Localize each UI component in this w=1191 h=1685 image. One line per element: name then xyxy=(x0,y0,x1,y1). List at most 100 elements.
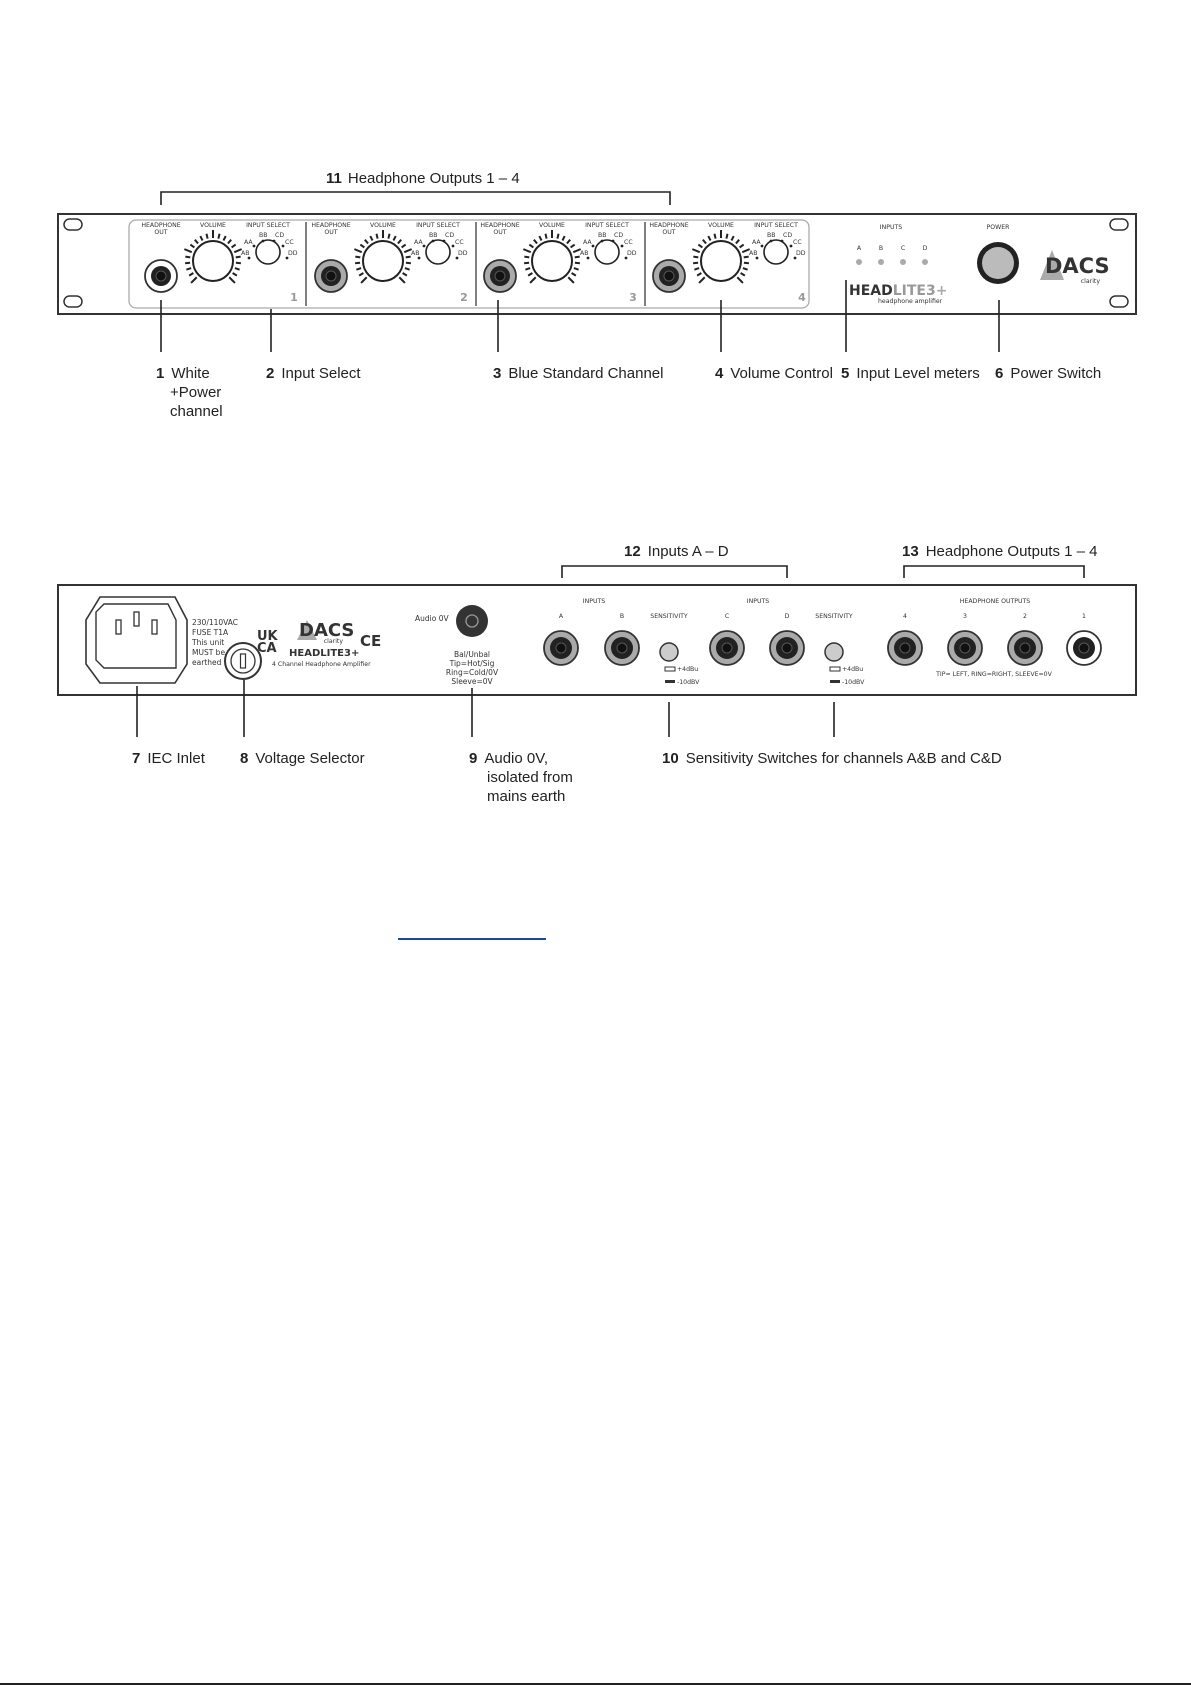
hp-output-jack-3-label: 3 xyxy=(963,613,967,620)
callout-9-line3: mains earth xyxy=(487,788,565,805)
hp-output-jack-4[interactable]: 4 xyxy=(887,613,923,666)
headphone-out-label-2: OUT xyxy=(324,229,337,236)
svg-text:+4dBu: +4dBu xyxy=(842,666,863,673)
headphone-out-label: HEADPHONE xyxy=(311,222,350,229)
headphone-out-label-2: OUT xyxy=(493,229,506,236)
select-position-label: AB xyxy=(241,250,249,257)
meters-label: INPUTS xyxy=(880,224,902,231)
input-jack-b[interactable]: B xyxy=(604,613,640,666)
select-position-label: DD xyxy=(458,250,468,257)
select-position-label: CC xyxy=(624,239,633,246)
select-position-label: AA xyxy=(414,239,423,246)
headphone-jack[interactable] xyxy=(652,259,686,293)
hp-output-jack-3[interactable]: 3 xyxy=(947,613,983,666)
volume-label: VOLUME xyxy=(370,222,396,229)
iec-rating-text: 230/110VAC FUSE T1A This unit MUST be ea… xyxy=(191,618,238,667)
input-jack-c[interactable]: C xyxy=(709,613,745,666)
volume-label: VOLUME xyxy=(200,222,226,229)
rear-model-sub: 4 Channel Headphone Amplifier xyxy=(272,661,371,668)
hp-output-jack-4-label: 4 xyxy=(903,613,907,620)
inputs-label-cd: INPUTS xyxy=(747,598,769,605)
front-panel-outline xyxy=(57,213,1137,315)
volume-knob[interactable] xyxy=(691,230,751,284)
audio0v-label: Audio 0V xyxy=(415,614,449,623)
meter-d: D xyxy=(922,245,928,265)
select-position-label: AB xyxy=(411,250,419,257)
select-position-label: CC xyxy=(455,239,464,246)
svg-text:230/110VAC: 230/110VAC xyxy=(192,618,238,627)
audio0v-terminal xyxy=(456,605,488,637)
channel-number: 1 xyxy=(290,291,298,304)
svg-text:CA: CA xyxy=(257,641,277,656)
rear-panel: 230/110VAC FUSE T1A This unit MUST be ea… xyxy=(57,584,1137,696)
callout-1-line2: +Power xyxy=(170,384,221,401)
channel-number: 3 xyxy=(629,291,637,304)
input-jack-b-label: B xyxy=(620,613,624,620)
power-switch[interactable] xyxy=(977,242,1019,284)
select-position-label: AB xyxy=(580,250,588,257)
input-jack-a[interactable]: A xyxy=(543,613,579,666)
volume-knob[interactable] xyxy=(353,230,413,284)
input-jack-a-label: A xyxy=(559,613,564,620)
select-position-label: CD xyxy=(614,232,623,239)
input-select-label: INPUT SELECT xyxy=(754,222,798,229)
voltage-selector[interactable] xyxy=(224,642,262,680)
ukca-mark: UK xyxy=(257,629,279,644)
trs-note: TIP= LEFT, RING=RIGHT, SLEEVE=0V xyxy=(935,671,1052,678)
select-position-label: CD xyxy=(445,232,454,239)
select-position-label: BB xyxy=(259,232,268,239)
sensitivity-legend-ab: +4dBu -10dBV xyxy=(664,666,700,686)
sensitivity-label-cd: SENSITIVITY xyxy=(815,613,853,620)
headphone-jack[interactable] xyxy=(314,259,348,293)
svg-text:D: D xyxy=(923,245,928,252)
headphone-out-label-2: OUT xyxy=(662,229,675,236)
svg-text:+4dBu: +4dBu xyxy=(677,666,698,673)
svg-text:earthed: earthed xyxy=(192,658,222,667)
svg-text:Bal/Unbal: Bal/Unbal xyxy=(454,650,490,659)
svg-text:clarity: clarity xyxy=(324,638,344,645)
svg-text:MUST be: MUST be xyxy=(192,648,225,657)
dacs-logo-rear: DACS clarity xyxy=(297,620,354,645)
svg-text:clarity: clarity xyxy=(1081,278,1101,285)
volume-knob[interactable] xyxy=(522,230,582,284)
headphone-jack[interactable] xyxy=(483,259,517,293)
sensitivity-legend-cd: +4dBu -10dBV xyxy=(829,666,865,686)
svg-text:Tip=Hot/Sig: Tip=Hot/Sig xyxy=(449,659,495,668)
meter-a: A xyxy=(856,245,862,265)
iec-inlet xyxy=(85,596,188,684)
volume-knob[interactable] xyxy=(183,230,243,284)
sensitivity-switch-cd[interactable] xyxy=(824,642,844,662)
sensitivity-switch-ab[interactable] xyxy=(659,642,679,662)
hp-output-jack-2[interactable]: 2 xyxy=(1007,613,1043,666)
hyperlink-underline[interactable] xyxy=(398,938,546,940)
input-jack-d[interactable]: D xyxy=(769,613,805,666)
volume-label: VOLUME xyxy=(539,222,565,229)
svg-text:Sleeve=0V: Sleeve=0V xyxy=(451,677,493,686)
select-position-label: AA xyxy=(583,239,592,246)
headphone-out-label: HEADPHONE xyxy=(141,222,180,229)
svg-text:-10dBV: -10dBV xyxy=(842,679,865,686)
hp-output-jack-1[interactable]: 1 xyxy=(1066,613,1102,666)
headphone-jack[interactable] xyxy=(144,259,178,293)
select-position-label: BB xyxy=(598,232,607,239)
hp-output-jack-1-label: 1 xyxy=(1082,613,1086,620)
select-position-label: DD xyxy=(627,250,637,257)
